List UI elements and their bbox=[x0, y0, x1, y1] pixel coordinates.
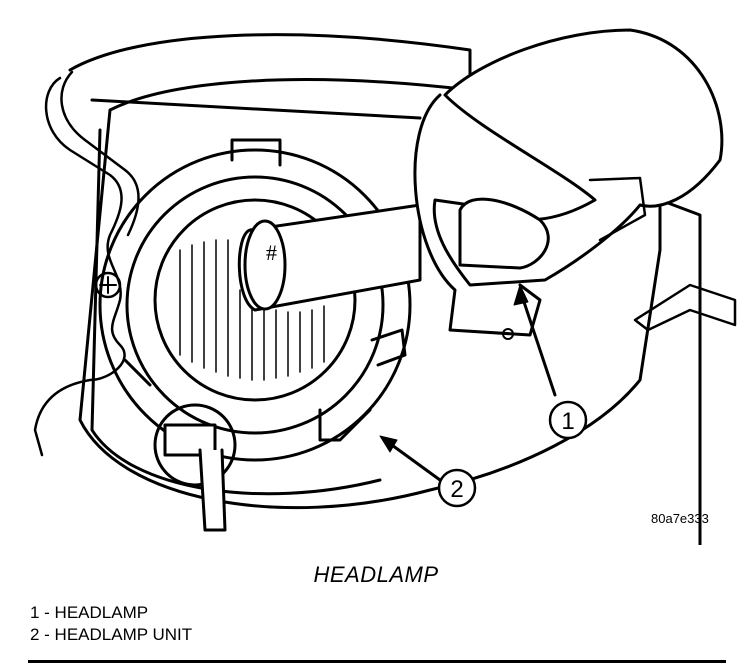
figure-caption: HEADLAMP bbox=[313, 562, 439, 587]
figure-id: 80a7e333 bbox=[651, 511, 709, 526]
callout-2-number: 2 bbox=[450, 476, 463, 503]
lamp-socket-ring bbox=[153, 198, 357, 402]
headlamp-unit-mid-ring bbox=[125, 175, 385, 435]
housing-inner-rim bbox=[90, 128, 382, 496]
reflector-lines bbox=[179, 239, 325, 381]
legend-item-2: 2 - HEADLAMP UNIT bbox=[30, 625, 193, 644]
headlamp-unit-outer-ring bbox=[98, 148, 412, 462]
retaining-wire-inner bbox=[60, 70, 140, 237]
housing-inner-line bbox=[90, 98, 422, 120]
legend-item-1: 1 - HEADLAMP bbox=[30, 603, 149, 622]
housing-outline bbox=[68, 33, 702, 545]
callout-1-circle bbox=[548, 400, 588, 440]
callout-2-arrow bbox=[383, 438, 442, 482]
bulb-marking: # bbox=[266, 240, 277, 265]
bulb-base bbox=[243, 219, 287, 311]
headlamp-illustration: # 1 2 bbox=[33, 28, 737, 545]
finger bbox=[458, 197, 550, 270]
wiring-harness bbox=[198, 448, 227, 532]
wiring-grommet bbox=[153, 403, 237, 487]
callout-1-number: 1 bbox=[561, 408, 574, 435]
screw bbox=[94, 271, 122, 299]
socket-notch-left bbox=[123, 358, 152, 387]
callout-2-circle bbox=[437, 468, 477, 508]
side-bracket bbox=[633, 283, 737, 332]
socket-tab-bottom-right bbox=[318, 408, 372, 442]
socket-tab-top bbox=[230, 138, 282, 167]
retaining-wire bbox=[33, 76, 126, 457]
callout-1-arrow bbox=[518, 288, 557, 397]
thumb-detail bbox=[588, 176, 647, 242]
callout-2-arrowhead bbox=[379, 435, 398, 453]
bottom-rule bbox=[28, 660, 726, 663]
callout-1-arrowhead bbox=[513, 284, 529, 306]
flange-hole bbox=[502, 328, 514, 340]
legend: 1 - HEADLAMP 2 - HEADLAMP UNIT bbox=[30, 602, 192, 646]
socket-tab-right bbox=[370, 328, 407, 367]
